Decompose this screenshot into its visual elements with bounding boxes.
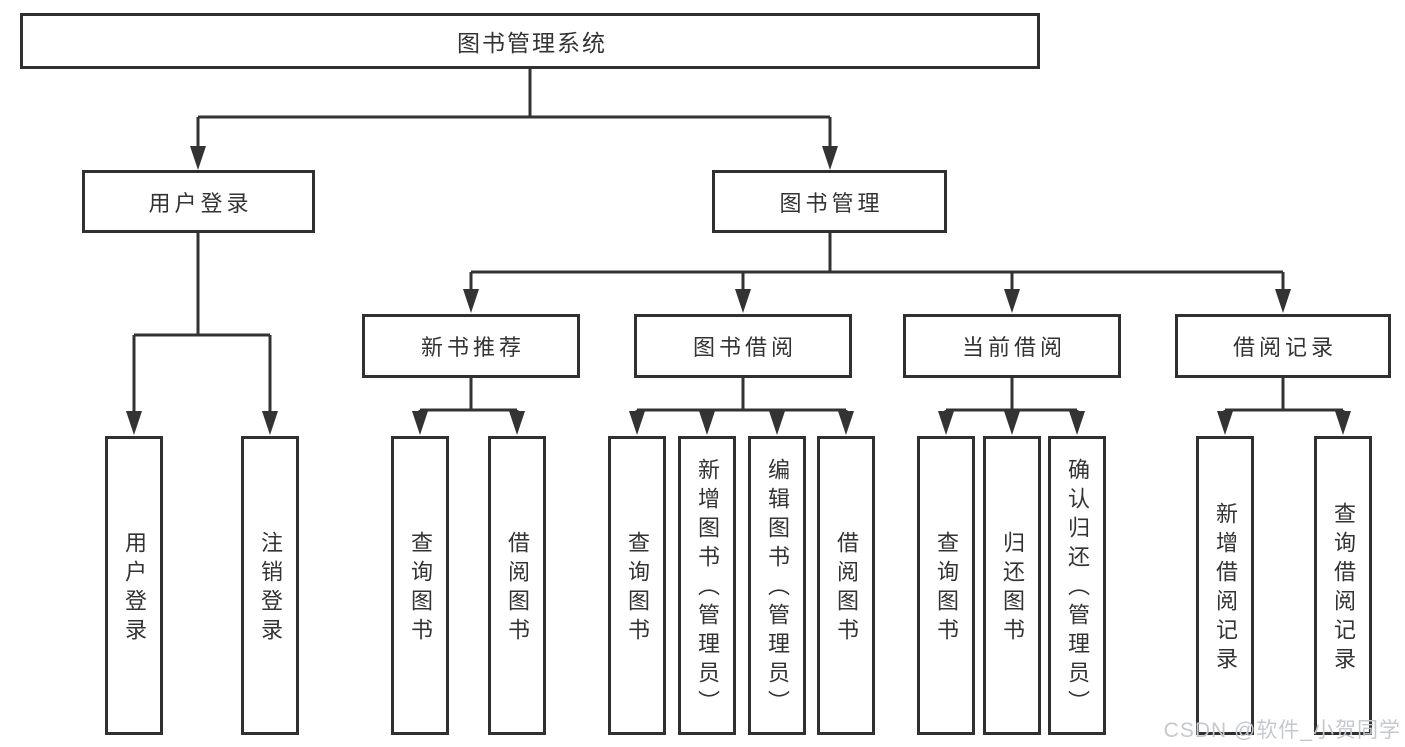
arrowhead [1069,411,1085,435]
arrowhead [838,411,854,435]
node-label: 查询图书 [934,530,959,647]
node-label: 查询图书 [408,530,433,647]
arrowhead [463,289,479,313]
node-label: 用户登录 [122,530,147,647]
arrowhead [735,289,751,313]
leaf-query-books-current: 查询图书 [917,436,975,735]
leaf-confirm-return-admin: 确认归还（管理员） [1048,436,1106,735]
connector-book-borrowing-to-leaves [635,378,848,414]
arrowhead [262,411,278,435]
leaf-add-borrow-record: 新增借阅记录 [1196,436,1254,735]
node-label: 借阅记录 [1232,335,1337,360]
arrowhead [822,146,838,170]
node-label: 图书管理 [779,190,884,216]
arrowhead [1004,289,1020,313]
leaf-borrow-books: 借阅图书 [817,436,875,735]
csdn-watermark: CSDN @软件_小贺同学 [1163,719,1401,742]
node-label: 查询图书 [625,530,650,647]
node-label: 图书借阅 [692,335,797,360]
leaf-user-login: 用户登录 [105,436,163,735]
leaf-query-books-recommend: 查询图书 [391,436,449,735]
connector-borrow-records-to-leaves [1223,378,1345,414]
connector-new-book-to-leaves [418,378,519,414]
arrowhead [1275,289,1291,313]
node-book-borrowing: 图书借阅 [634,314,852,378]
node-label: 新增图书（管理员） [695,458,720,719]
leaf-edit-books-admin: 编辑图书（管理员） [748,436,806,735]
arrowhead [1335,411,1351,435]
arrowhead [509,411,525,435]
leaf-query-borrow-record: 查询借阅记录 [1314,436,1372,735]
arrowhead [938,411,954,435]
connector-current-borrowing-to-leaves [944,378,1079,414]
arrowhead [190,146,206,170]
node-user-login: 用户登录 [82,170,315,233]
node-label: 图书管理系统 [457,30,607,56]
node-borrow-records: 借阅记录 [1175,314,1391,378]
leaf-add-books-admin: 新增图书（管理员） [678,436,736,735]
arrowhead [769,411,785,435]
node-new-book-recommendation: 新书推荐 [362,314,580,378]
node-label: 用户登录 [148,190,253,216]
arrowhead [1217,411,1233,435]
node-label: 归还图书 [1000,530,1025,647]
node-library-management-system: 图书管理系统 [20,13,1040,69]
node-current-borrowing: 当前借阅 [903,314,1121,378]
node-label: 确认归还（管理员） [1065,458,1090,719]
arrowhead [126,411,142,435]
connector-root-to-level2 [196,69,832,148]
connector-lines [132,69,1345,414]
node-book-management: 图书管理 [712,170,947,233]
node-label: 当前借阅 [961,335,1066,360]
arrowheads [126,146,1351,435]
leaf-return-books: 归还图书 [983,436,1041,735]
node-label: 编辑图书（管理员） [765,458,790,719]
leaf-logout: 注销登录 [241,436,299,735]
arrowhead [1004,411,1020,435]
node-label: 查询借阅记录 [1331,501,1356,676]
arrowhead [629,411,645,435]
arrowhead [412,411,428,435]
node-label: 新增借阅记录 [1213,501,1238,676]
node-label: 注销登录 [258,530,283,647]
leaf-query-books-borrowing: 查询图书 [608,436,666,735]
connector-book-management-to-level3 [469,233,1285,291]
leaf-borrow-books-recommend: 借阅图书 [488,436,546,735]
connector-user-login-to-leaves [132,233,272,413]
arrowhead [699,411,715,435]
node-label: 借阅图书 [505,530,530,647]
node-label: 借阅图书 [834,530,859,647]
node-label: 新书推荐 [420,335,525,360]
